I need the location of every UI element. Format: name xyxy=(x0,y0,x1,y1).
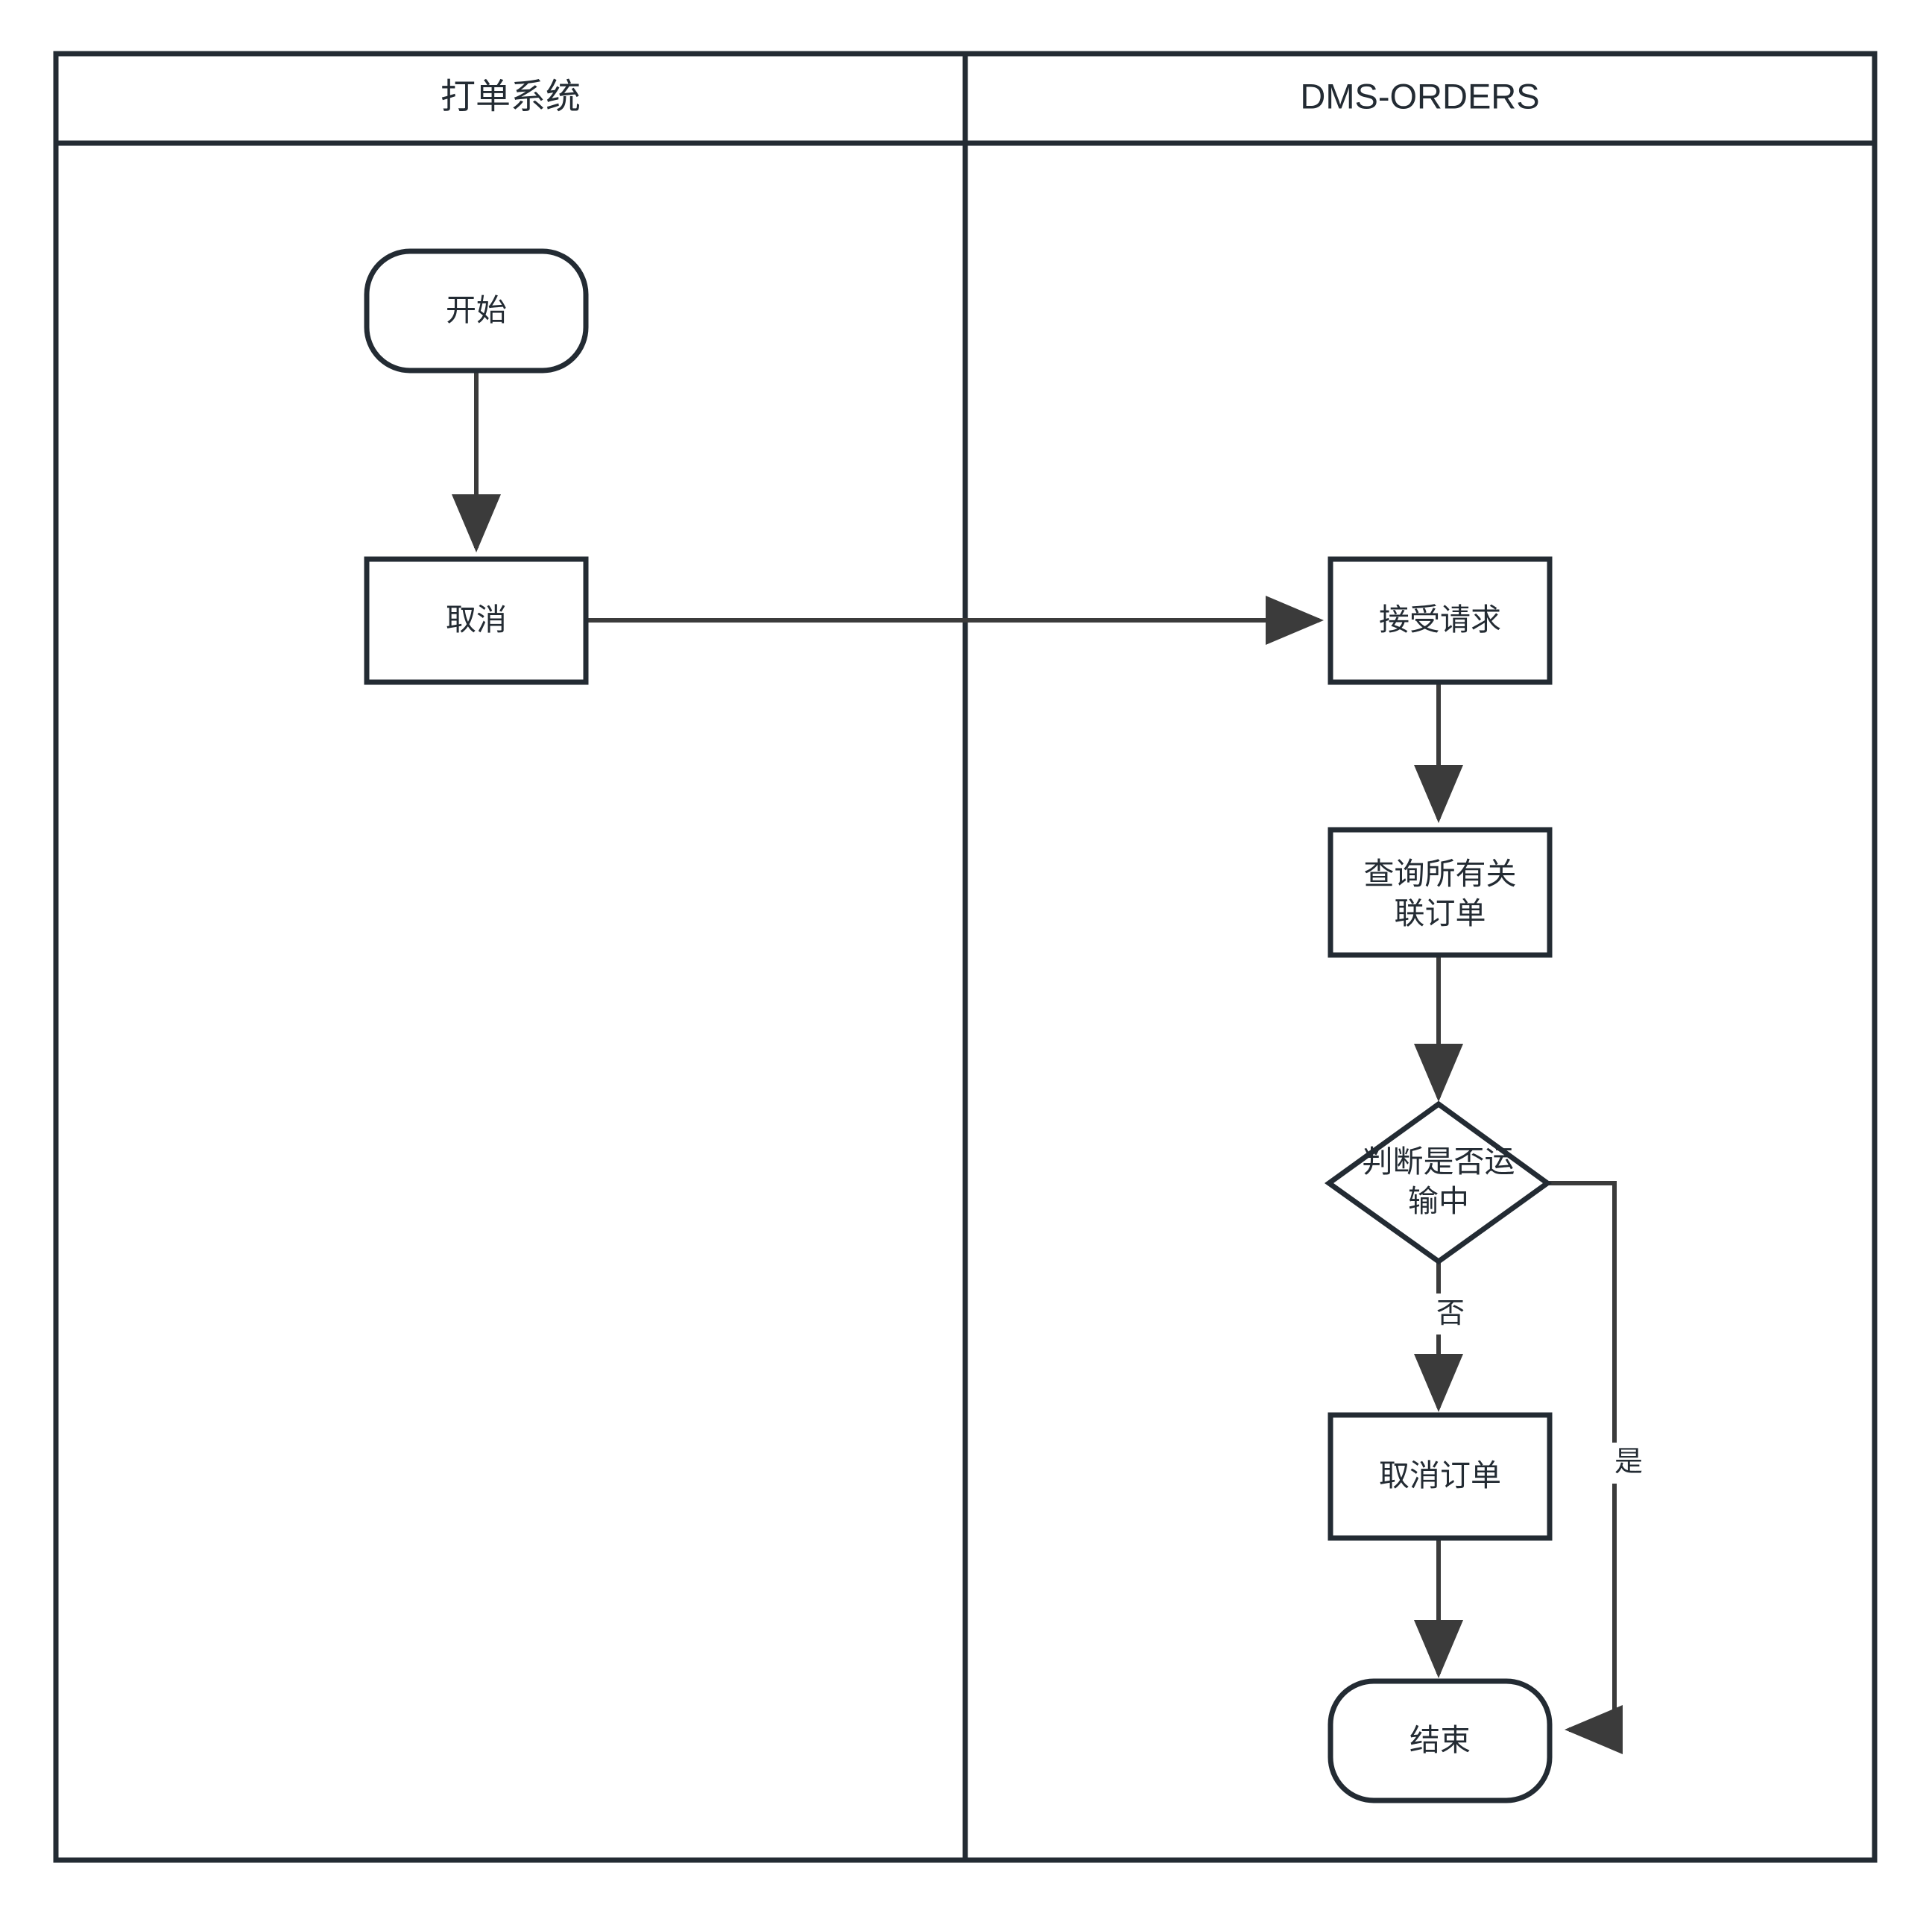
edge-label-yes: 是 xyxy=(1614,1446,1643,1478)
node-query-label-line2: 联订单 xyxy=(1395,896,1486,930)
node-cancel[interactable] xyxy=(364,556,589,685)
node-query[interactable] xyxy=(1328,827,1553,958)
node-decision-label-line2: 输中 xyxy=(1408,1184,1469,1218)
edge-decision-to-end-upper xyxy=(1547,1181,1617,1443)
edge-decision-to-end-lower xyxy=(1565,1484,1623,1754)
node-cancel-order-label: 取消订单 xyxy=(1379,1458,1501,1493)
lane-title-left: 打单系统 xyxy=(441,76,581,116)
node-cancel-label: 取消 xyxy=(446,602,507,637)
lane-title-right: DMS-ORDERS xyxy=(1300,76,1539,116)
node-accept[interactable] xyxy=(1328,556,1553,685)
node-query-label-line1: 查询所有关 xyxy=(1364,857,1517,891)
node-accept-label: 接受请求 xyxy=(1379,602,1501,637)
node-cancel-order[interactable] xyxy=(1328,1412,1553,1541)
node-start[interactable] xyxy=(364,248,589,374)
node-start-label: 开始 xyxy=(446,293,507,327)
node-decision[interactable] xyxy=(1324,1100,1552,1265)
edge-label-no: 否 xyxy=(1436,1298,1465,1329)
node-end-label: 结束 xyxy=(1409,1723,1471,1757)
node-end[interactable] xyxy=(1328,1678,1553,1803)
node-decision-label-line1: 判断是否运 xyxy=(1363,1144,1515,1179)
